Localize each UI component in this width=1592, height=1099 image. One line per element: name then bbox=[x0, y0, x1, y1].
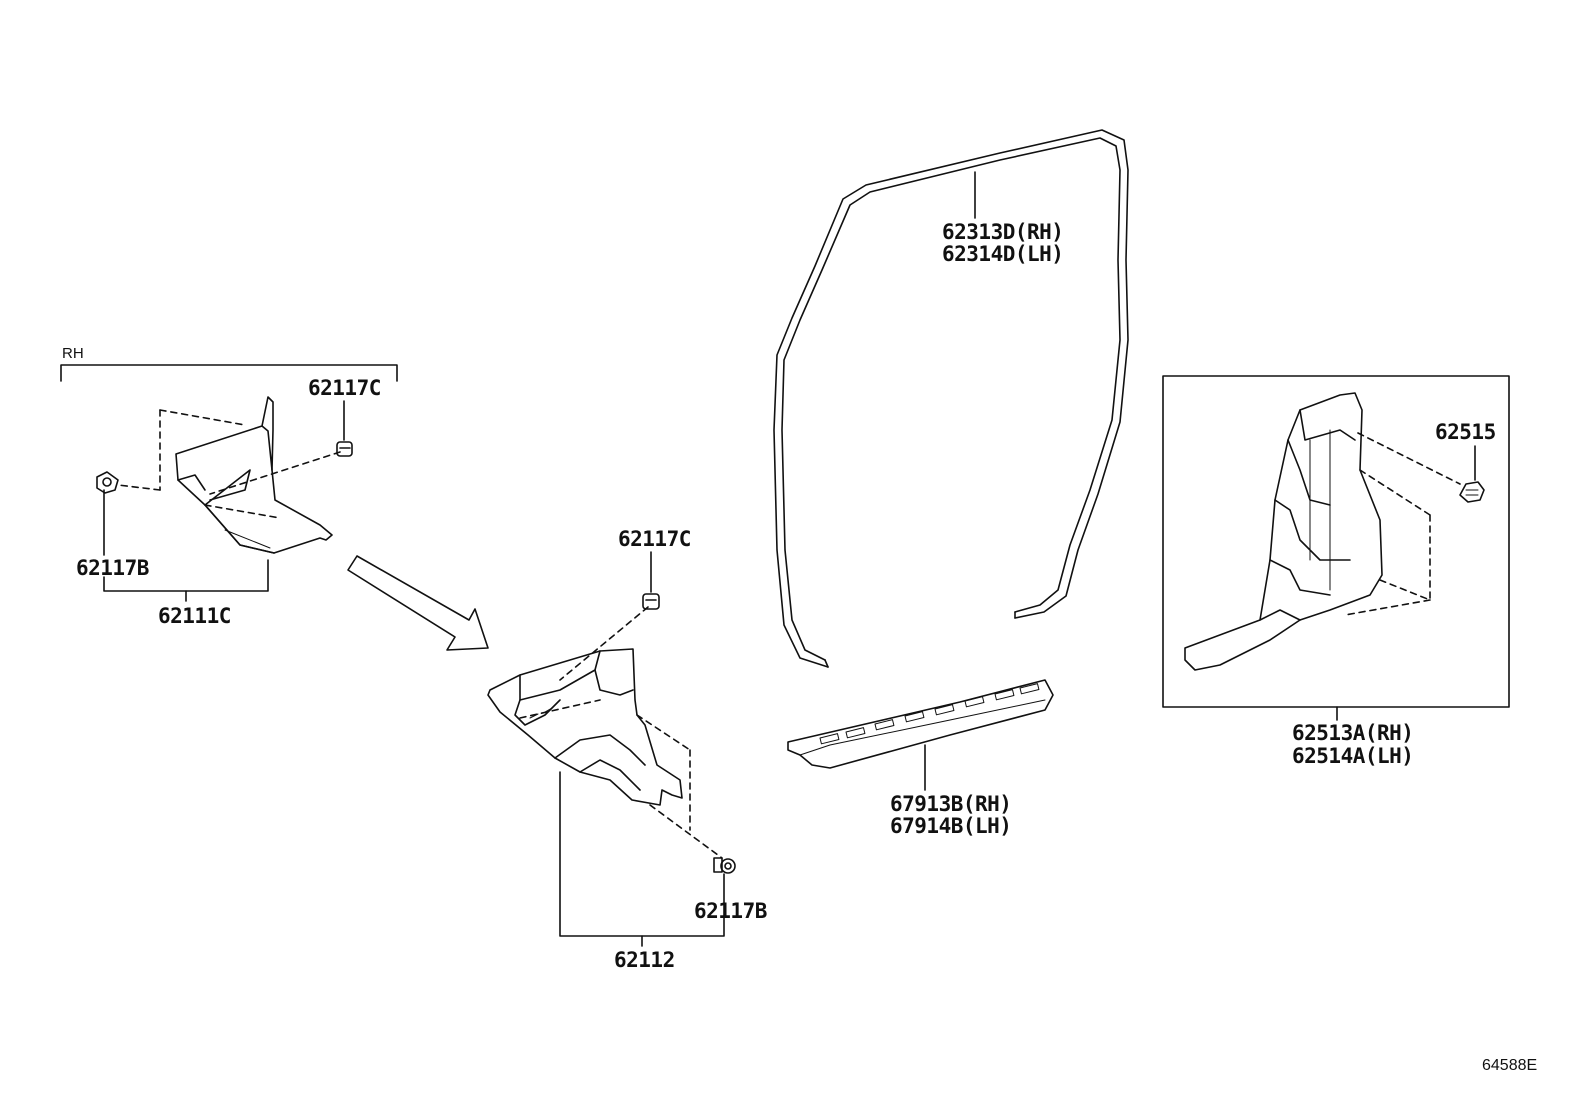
clip-62117B-mid-drawing bbox=[713, 857, 736, 874]
direction-arrow bbox=[347, 555, 489, 651]
rh-group-bracket bbox=[60, 364, 398, 382]
callout-62313D: 62313D(RH) bbox=[942, 220, 1064, 244]
callout-62117C-top: 62117C bbox=[308, 376, 381, 400]
callout-62112: 62112 bbox=[614, 948, 675, 972]
scuff-plate-ribs bbox=[819, 683, 1040, 745]
drawing-code: 64588E bbox=[1482, 1057, 1538, 1074]
callout-67913B: 67913B(RH) bbox=[890, 792, 1012, 816]
clip-62117C-mid-drawing bbox=[642, 593, 660, 610]
dashed-links-left bbox=[117, 409, 341, 519]
callout-67914B: 67914B(LH) bbox=[890, 814, 1012, 838]
callout-62514A: 62514A(LH) bbox=[1292, 744, 1414, 768]
cowl-trim-62112-drawing bbox=[487, 648, 683, 806]
cowl-trim-62513A-drawing bbox=[1184, 392, 1383, 671]
dashed-links-mid bbox=[519, 606, 723, 859]
clip-62117B-left-drawing bbox=[96, 471, 119, 494]
clip-62117C-top-drawing bbox=[336, 441, 353, 457]
cowl-trim-rh-drawing bbox=[175, 396, 333, 554]
scuff-plate-drawing bbox=[787, 679, 1054, 769]
callout-62111C: 62111C bbox=[158, 604, 231, 628]
callout-62117C-mid: 62117C bbox=[618, 527, 691, 551]
callout-62117B-left: 62117B bbox=[76, 556, 149, 580]
callout-62117B-mid: 62117B bbox=[694, 899, 767, 923]
rh-group-label: RH bbox=[62, 345, 84, 362]
weatherstrip-drawing bbox=[773, 129, 1129, 668]
callout-62314D: 62314D(LH) bbox=[942, 242, 1064, 266]
clip-62515-drawing bbox=[1459, 481, 1485, 503]
dashed-links-right bbox=[1344, 432, 1461, 616]
box-62513A bbox=[1162, 375, 1510, 708]
callout-62515: 62515 bbox=[1435, 420, 1496, 444]
callout-62513A: 62513A(RH) bbox=[1292, 721, 1414, 745]
